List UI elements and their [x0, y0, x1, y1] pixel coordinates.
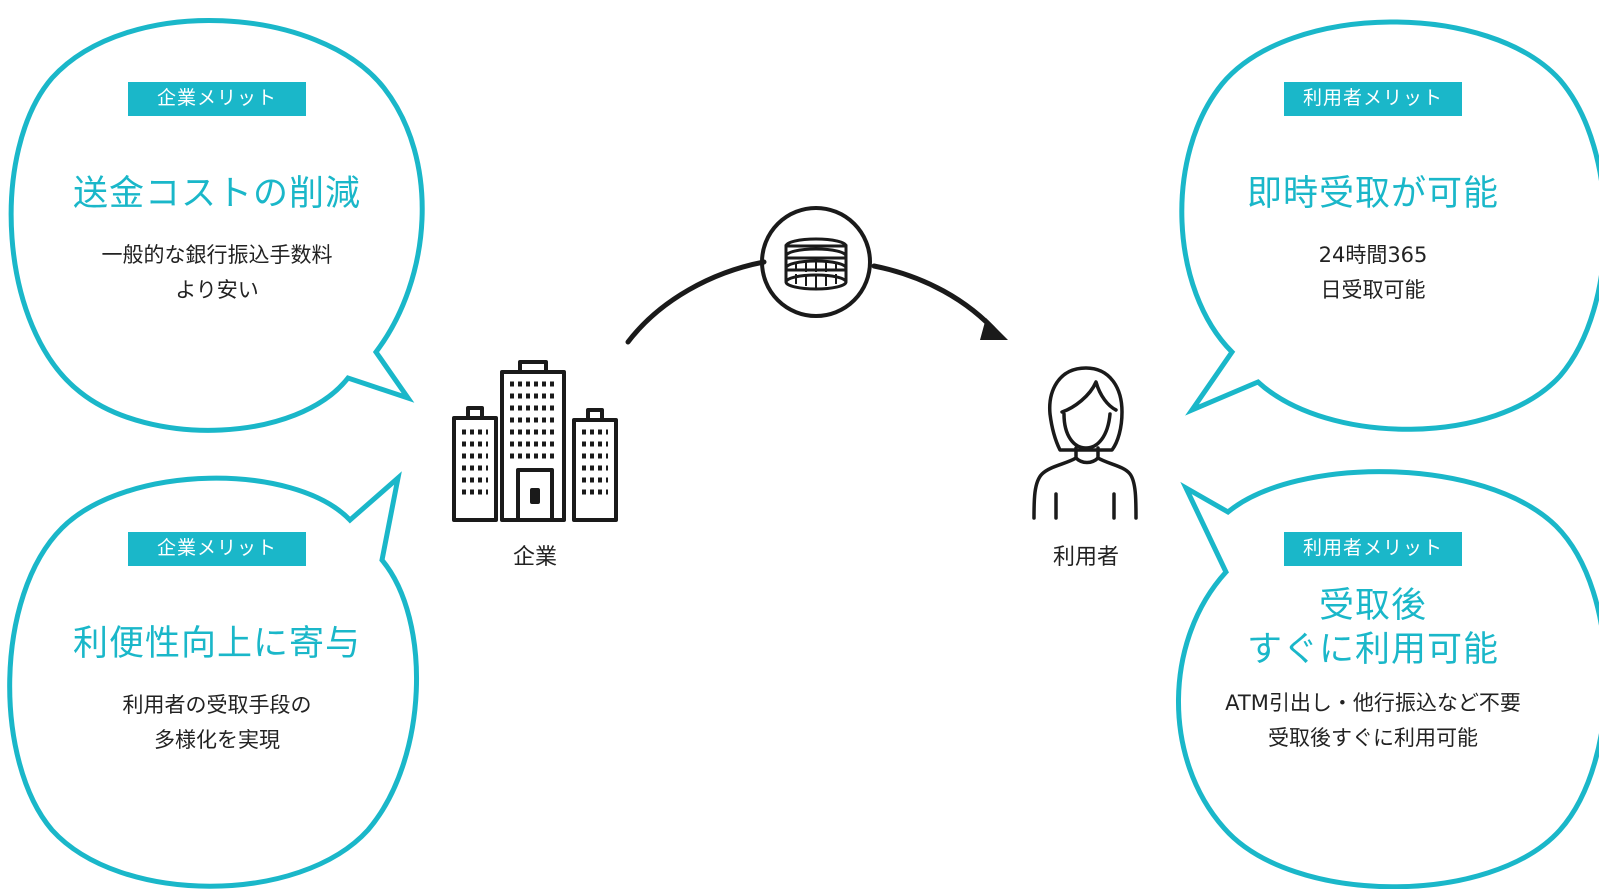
body-line: 日受取可能	[1320, 278, 1426, 302]
tag-user-merit: 利用者メリット	[1302, 87, 1443, 109]
tag-company-merit: 企業メリット	[156, 537, 277, 559]
body-line: ATM引出し・他行振込など不要	[1225, 691, 1521, 715]
body-line: 受取後すぐに利用可能	[1268, 726, 1478, 750]
body-line: より安い	[175, 278, 259, 302]
headline-cost-reduction: 送金コストの削減	[72, 174, 361, 214]
bubble-user-top: 利用者メリット 即時受取が可能 24時間365 日受取可能	[1203, 82, 1543, 308]
headline-immediate-use: すぐに利用可能	[1246, 630, 1499, 670]
speech-bubble-company-top	[8, 17, 425, 433]
speech-bubble-user-top	[1179, 19, 1599, 432]
body-line: 24時間365	[1318, 243, 1428, 267]
speech-bubble-company-bottom	[7, 471, 419, 889]
company-label: 企業	[512, 545, 557, 570]
person-icon	[1032, 366, 1138, 520]
headline-convenience: 利便性向上に寄与	[72, 624, 361, 664]
bubble-company-bottom: 企業メリット 利便性向上に寄与 利用者の受取手段の 多様化を実現	[47, 532, 387, 758]
coin-stack-icon	[760, 206, 872, 318]
headline-after-receipt: 受取後	[1318, 586, 1427, 626]
body-line: 多様化を実現	[154, 728, 280, 752]
tag-bg-user-top	[1284, 82, 1462, 116]
tag-company-merit: 企業メリット	[156, 87, 277, 109]
tag-bg-company-bottom	[128, 532, 306, 566]
body-line: 利用者の受取手段の	[122, 693, 312, 717]
tag-user-merit: 利用者メリット	[1302, 537, 1443, 559]
headline-instant-receipt: 即時受取が可能	[1246, 174, 1499, 214]
tag-bg-company-top	[128, 82, 306, 116]
user-label: 利用者	[1052, 545, 1119, 570]
arrow-head-icon	[980, 318, 1008, 340]
speech-bubble-user-bottom	[1176, 469, 1599, 889]
bubble-user-bottom: 利用者メリット 受取後 すぐに利用可能 ATM引出し・他行振込など不要 受取後す…	[1203, 532, 1543, 756]
tag-bg-user-bottom	[1284, 532, 1462, 566]
office-buildings-icon	[452, 360, 618, 522]
body-line: 一般的な銀行振込手数料	[101, 243, 333, 267]
bubble-company-top: 企業メリット 送金コストの削減 一般的な銀行振込手数料 より安い	[47, 82, 387, 308]
